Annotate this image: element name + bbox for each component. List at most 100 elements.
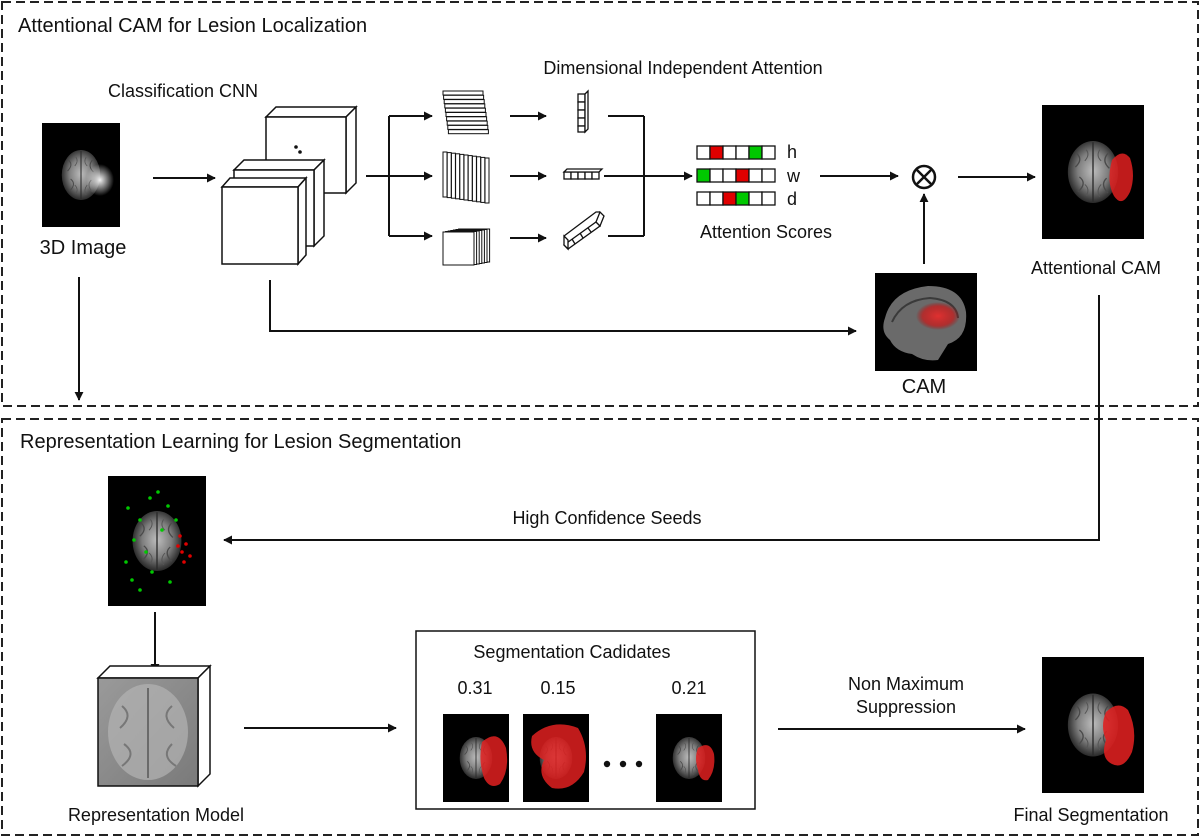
score-cell-w bbox=[709, 168, 724, 183]
feature-sheet bbox=[446, 152, 452, 199]
seed-dot-positive bbox=[124, 560, 128, 564]
seed-dot-negative bbox=[182, 560, 186, 564]
attentional-cam-image bbox=[1042, 105, 1144, 239]
score-cell-w bbox=[735, 168, 750, 183]
seed-dot-positive bbox=[132, 538, 136, 542]
top-panel bbox=[1, 1, 1199, 407]
seed-dot-positive bbox=[156, 490, 160, 494]
feature-sheet bbox=[450, 152, 456, 199]
arrow-attentional-cam-to-seeds bbox=[223, 295, 1100, 545]
feature-stack-h bbox=[442, 90, 489, 135]
score-cell-d bbox=[748, 191, 763, 206]
classification-cnn bbox=[220, 105, 358, 266]
score-cell-d bbox=[696, 191, 711, 206]
score-cell-h bbox=[722, 145, 737, 160]
seed-dot-positive bbox=[160, 528, 164, 532]
branch-connector bbox=[366, 116, 390, 236]
score-cell-w bbox=[761, 168, 776, 183]
feature-sheet bbox=[471, 155, 477, 202]
feature-sheet bbox=[442, 151, 448, 198]
attention-scores-label: Attention Scores bbox=[700, 222, 832, 242]
seed-dot-positive bbox=[144, 550, 148, 554]
bottom-panel bbox=[1, 418, 1199, 836]
score-cell-h bbox=[696, 145, 711, 160]
representation-model bbox=[96, 664, 212, 788]
high-conf-seeds-label: High Confidence Seeds bbox=[512, 508, 701, 528]
axis-d-label: d bbox=[787, 189, 797, 209]
seed-dot-negative bbox=[176, 544, 180, 548]
candidate-score-2: 0.15 bbox=[540, 678, 575, 698]
classification-cnn-label: Classification CNN bbox=[108, 81, 258, 101]
cnn-ellipsis-dot bbox=[298, 150, 302, 154]
candidate-image-2 bbox=[523, 714, 589, 802]
score-cell-h bbox=[748, 145, 763, 160]
feature-stack-w bbox=[442, 151, 490, 204]
input-3d-image bbox=[42, 123, 120, 227]
candidates-box bbox=[415, 630, 756, 810]
seed-dot-negative bbox=[180, 550, 184, 554]
feature-sheet bbox=[459, 153, 465, 200]
input-3d-image-label: 3D Image bbox=[40, 237, 127, 259]
candidate-image-1 bbox=[443, 714, 509, 802]
candidate-ellipsis bbox=[603, 760, 643, 768]
seed-dot-positive bbox=[138, 588, 142, 592]
feature-sheet bbox=[446, 116, 488, 122]
circled-times-icon bbox=[911, 164, 937, 190]
score-cell-w bbox=[696, 168, 711, 183]
attentional-cam-label: Attentional CAM bbox=[1031, 258, 1161, 278]
seed-dot-positive bbox=[150, 570, 154, 574]
feature-sheet bbox=[447, 124, 489, 130]
seed-dot-positive bbox=[168, 580, 172, 584]
score-cell-h bbox=[735, 145, 750, 160]
seed-image bbox=[108, 476, 206, 606]
nms-label-line2: Suppression bbox=[856, 697, 956, 717]
feature-sheet bbox=[444, 103, 486, 109]
bottom-panel-title: Representation Learning for Lesion Segme… bbox=[20, 431, 461, 453]
feature-sheet bbox=[442, 231, 475, 266]
top-panel-title: Attentional CAM for Lesion Localization bbox=[18, 15, 367, 37]
seed-dot-positive bbox=[130, 578, 134, 582]
attention-vector-h bbox=[577, 89, 589, 134]
arrow-cnn-to-cam bbox=[269, 280, 857, 336]
cam-label: CAM bbox=[902, 376, 946, 398]
feature-sheet bbox=[445, 112, 487, 117]
seed-dot-negative bbox=[188, 554, 192, 558]
seed-dot-positive bbox=[126, 506, 130, 510]
feature-sheet bbox=[446, 120, 488, 126]
score-cell-d bbox=[709, 191, 724, 206]
seed-dot-positive bbox=[138, 518, 142, 522]
feature-sheet bbox=[480, 156, 486, 203]
candidate-score-1: 0.31 bbox=[457, 678, 492, 698]
score-cell-h bbox=[761, 145, 776, 160]
feature-stack-d bbox=[442, 228, 491, 266]
feature-sheet bbox=[463, 154, 469, 201]
seed-dot-negative bbox=[178, 534, 182, 538]
feature-sheet bbox=[484, 157, 490, 204]
feature-sheet bbox=[447, 129, 489, 135]
score-cell-w bbox=[722, 168, 737, 183]
axis-w-label: w bbox=[786, 166, 801, 186]
cam-image bbox=[875, 273, 977, 371]
feature-sheet bbox=[476, 156, 482, 203]
candidates-title: Segmentation Cadidates bbox=[473, 642, 670, 662]
nms-label-line1: Non Maximum bbox=[848, 674, 964, 694]
attention-vector-w bbox=[562, 168, 604, 180]
feature-sheet bbox=[444, 107, 486, 113]
dim-attention-label: Dimensional Independent Attention bbox=[543, 58, 822, 78]
seed-dot-negative bbox=[184, 542, 188, 546]
score-cell-d bbox=[761, 191, 776, 206]
final-segmentation-label: Final Segmentation bbox=[1013, 805, 1168, 825]
feature-sheet bbox=[467, 155, 473, 202]
feature-sheet bbox=[455, 153, 461, 200]
score-cell-d bbox=[735, 191, 750, 206]
seed-dot-positive bbox=[174, 518, 178, 522]
score-cell-d bbox=[722, 191, 737, 206]
seed-dot-positive bbox=[166, 504, 170, 508]
cnn-ellipsis-dot bbox=[294, 145, 298, 149]
candidate-image-3 bbox=[656, 714, 722, 802]
final-segmentation-image bbox=[1042, 657, 1144, 793]
representation-model-label: Representation Model bbox=[68, 805, 244, 825]
attention-score-rows bbox=[696, 145, 776, 206]
score-cell-w bbox=[748, 168, 763, 183]
